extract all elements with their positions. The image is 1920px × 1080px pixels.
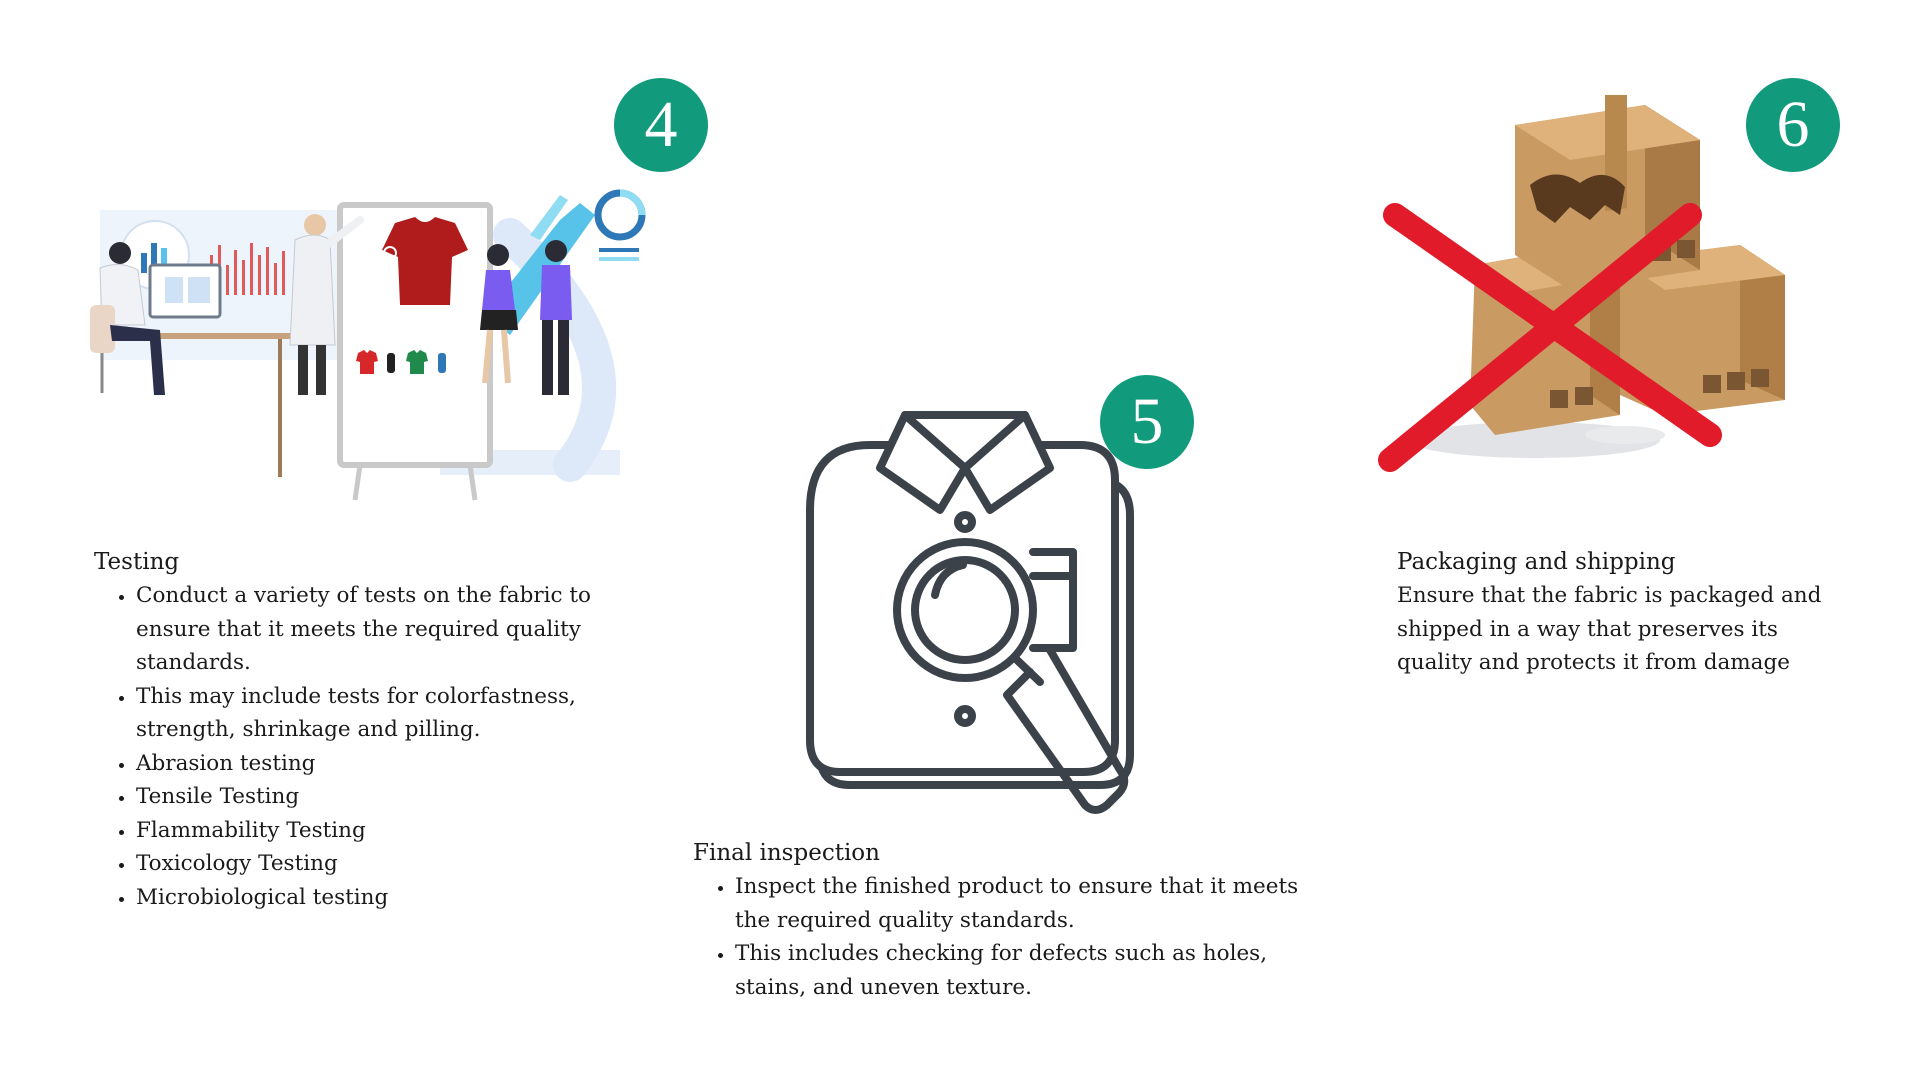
final-inspection-section: Final inspection Inspect the finished pr… (693, 836, 1313, 1004)
packaging-shipping-description: Ensure that the fabric is packaged and s… (1397, 583, 1822, 675)
step-4-badge: 4 (614, 78, 708, 172)
list-item: Toxicology Testing (136, 847, 654, 881)
list-item: This may include tests for colorfastness… (136, 680, 654, 747)
testing-section: Testing Conduct a variety of tests on th… (94, 545, 654, 914)
damaged-boxes-crossed-icon (1365, 88, 1810, 480)
testing-title: Testing (94, 549, 180, 575)
list-item: Flammability Testing (136, 814, 654, 848)
packaging-shipping-section: Packaging and shipping Ensure that the f… (1397, 545, 1837, 680)
final-inspection-title: Final inspection (693, 840, 880, 866)
final-inspection-bullet-list: Inspect the finished product to ensure t… (693, 870, 1313, 1004)
list-item: Microbiological testing (136, 881, 654, 915)
shirt-magnifier-icon (795, 410, 1155, 830)
list-item: Inspect the finished product to ensure t… (735, 870, 1313, 937)
step-5-badge: 5 (1100, 375, 1194, 469)
list-item: This includes checking for defects such … (735, 937, 1313, 1004)
step-6-badge: 6 (1746, 78, 1840, 172)
list-item: Tensile Testing (136, 780, 654, 814)
testing-bullet-list: Conduct a variety of tests on the fabric… (94, 579, 654, 914)
list-item: Abrasion testing (136, 747, 654, 781)
testing-illustration (90, 105, 650, 505)
packaging-shipping-title: Packaging and shipping (1397, 549, 1676, 575)
list-item: Conduct a variety of tests on the fabric… (136, 579, 654, 680)
